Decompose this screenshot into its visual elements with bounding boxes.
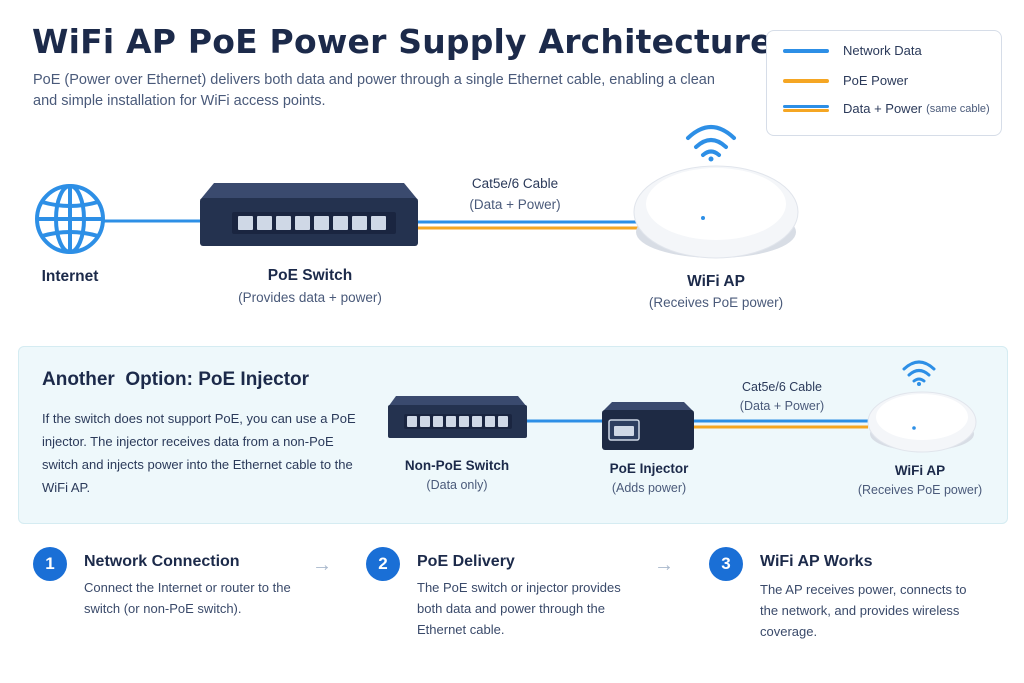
legend-item-power: PoE Power — [783, 73, 908, 88]
poe-switch-label: PoE Switch — [267, 267, 353, 284]
step-arrow-1: → — [312, 554, 332, 576]
legend-both-swatch — [783, 105, 829, 112]
wifi-ap-icon — [633, 165, 799, 259]
legend-power-swatch — [783, 78, 829, 83]
option-wifi-ap-label: WiFi AP — [894, 463, 946, 478]
legend: Network Data PoE Power Data + Power (sam… — [766, 30, 1002, 136]
non-poe-switch-label: Non-PoE Switch — [404, 458, 510, 473]
main-cable-label: Cat5e/6 Cable — [471, 176, 559, 191]
globe-icon — [35, 184, 105, 254]
step-3-number: 3 — [709, 547, 743, 581]
poe-injector-sublabel: (Adds power) — [611, 481, 687, 495]
wifi-ap-sublabel: (Receives PoE power) — [648, 295, 784, 310]
poe-injector-icon — [602, 402, 694, 450]
poe-switch-icon — [200, 183, 418, 246]
legend-item-data: Network Data — [783, 43, 922, 58]
option-wifi-signal-icon — [902, 360, 936, 386]
non-poe-switch-sublabel: (Data only) — [426, 478, 488, 492]
step-2-text: The PoE switch or injector provides both… — [417, 580, 621, 637]
wifi-ap-label: WiFi AP — [687, 273, 745, 290]
injector-option-title: Another Option: PoE Injector — [42, 369, 310, 390]
legend-data-label: Network Data — [843, 43, 922, 58]
wifi-signal-icon — [686, 125, 736, 162]
option-cable-label: Cat5e/6 Cable — [742, 380, 822, 394]
step-1-title: Network Connection — [84, 553, 240, 570]
legend-power-label: PoE Power — [843, 73, 909, 88]
step-1-text: Connect the Internet or router to the sw… — [84, 580, 291, 616]
option-cable-sublabel: (Data + Power) — [739, 399, 825, 413]
step-3-text: The AP receives power, connects to the n… — [760, 582, 967, 639]
legend-both-label: Data + Power — [843, 101, 923, 116]
option-wifi-ap-icon — [867, 391, 977, 453]
poe-switch-sublabel: (Provides data + power) — [238, 290, 382, 305]
non-poe-switch-icon — [388, 396, 527, 438]
main-cable-sublabel: (Data + Power) — [469, 197, 561, 212]
step-1-number: 1 — [33, 547, 67, 581]
injector-option-description: If the switch does not support PoE, you … — [42, 411, 356, 495]
legend-data-swatch — [783, 48, 829, 53]
step-arrow-2: → — [654, 554, 674, 576]
step-2-number: 2 — [366, 547, 400, 581]
legend-both-note: (same cable) — [926, 102, 990, 115]
legend-item-both: Data + Power (same cable) — [783, 101, 990, 116]
page-title: WiFi AP PoE Power Supply Architecture — [32, 22, 773, 61]
page-subtitle: PoE (Power over Ethernet) delivers both … — [33, 72, 715, 109]
step-2-title: PoE Delivery — [417, 553, 515, 570]
step-3-title: WiFi AP Works — [760, 553, 873, 570]
option-wifi-ap-sublabel: (Receives PoE power) — [857, 483, 983, 497]
internet-label: Internet — [41, 268, 99, 285]
poe-injector-label: PoE Injector — [609, 461, 689, 476]
